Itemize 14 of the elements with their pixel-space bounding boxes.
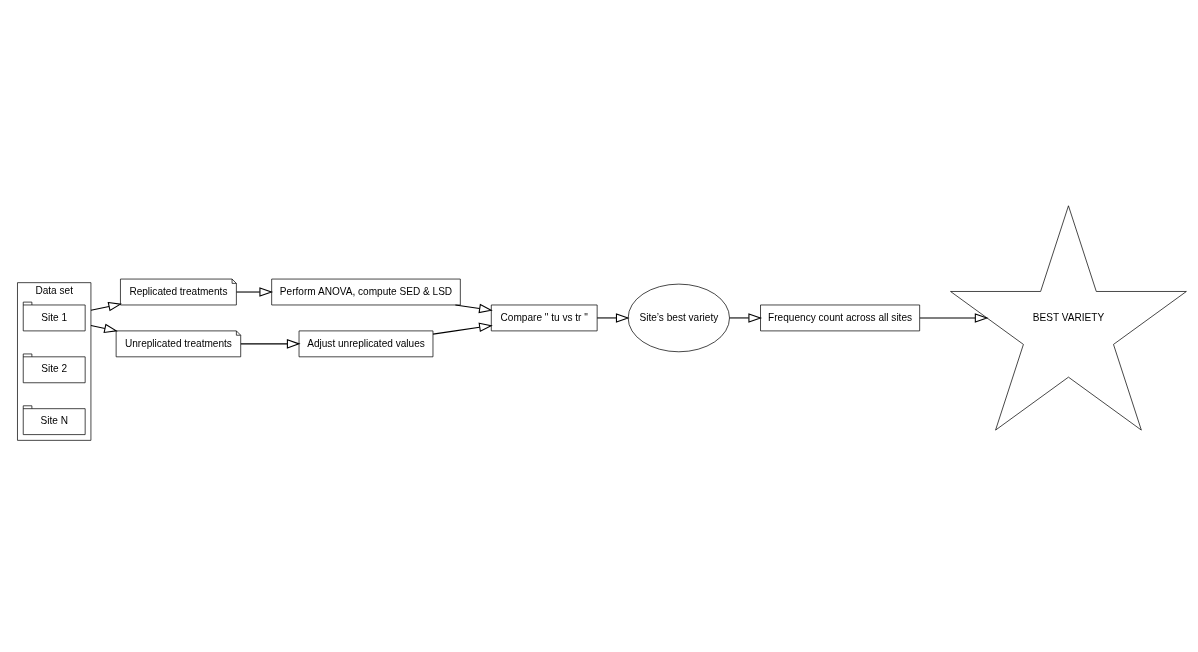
node-box: Perform ANOVA, compute SED & LSD: [271, 278, 461, 306]
arrow: [919, 313, 989, 323]
node-box: Compare " tu vs tr ": [490, 304, 598, 332]
node-ellipse: Site’s best variety: [627, 283, 730, 353]
arrow: [596, 313, 630, 323]
arrow: [454, 303, 493, 314]
node-box: Adjust unreplicated values: [298, 330, 434, 358]
arrow: [90, 301, 122, 312]
arrow: [90, 323, 118, 334]
node-box: Frequency count across all sites: [760, 304, 920, 332]
arrow: [235, 287, 274, 297]
arrow: [729, 313, 763, 323]
arrow: [240, 339, 301, 349]
arrow: [432, 322, 493, 335]
